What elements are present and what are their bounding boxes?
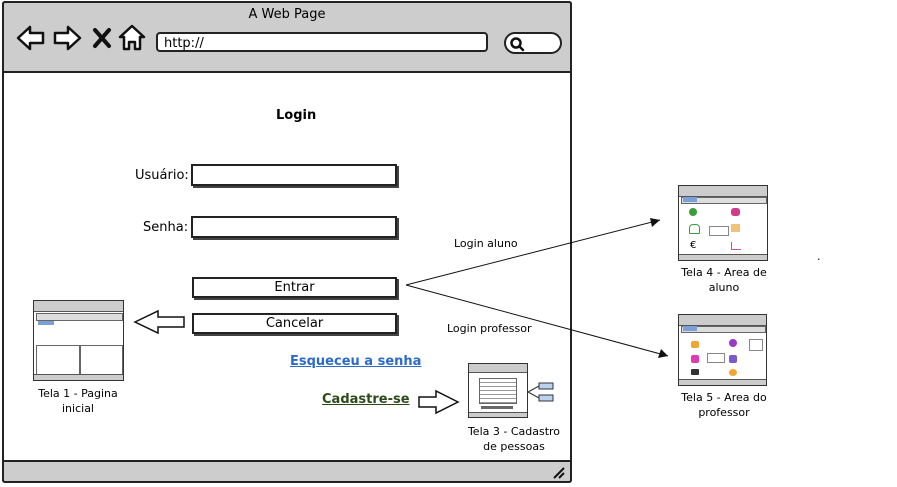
stray-dot: . — [817, 250, 821, 263]
caption-line: Tela 4 - Area de — [681, 266, 767, 279]
browser-statusbar — [2, 460, 572, 483]
screen-thumbnail-student-area: € — [678, 185, 768, 261]
username-input[interactable] — [191, 164, 397, 186]
caption-line: Tela 5 - Area do — [681, 391, 767, 404]
signup-link[interactable]: Cadastre-se — [322, 392, 410, 407]
arrow-head-teacher — [658, 349, 668, 358]
block-arrow-to-signup — [418, 389, 460, 415]
window-title: A Web Page — [248, 7, 326, 22]
screen-caption-home: Tela 1 - Pagina inicial — [18, 386, 138, 416]
screen-caption-teacher-area: Tela 5 - Area do professor — [672, 390, 776, 420]
screen-thumbnail-signup — [468, 363, 528, 418]
browser-search-field[interactable] — [504, 32, 562, 54]
arrow-to-teacher-area — [405, 284, 669, 357]
caption-line: Tela 3 - Cadastro — [467, 425, 561, 438]
block-arrow-to-home — [133, 309, 185, 335]
screen-thumbnail-home — [33, 300, 124, 381]
arrow-to-student-area — [405, 219, 661, 286]
screen-caption-student-area: Tela 4 - Area de aluno — [672, 265, 776, 295]
cancel-button[interactable]: Cancelar — [192, 313, 397, 334]
caption-line: Tela 1 - Pagina — [38, 387, 118, 400]
password-input[interactable] — [191, 216, 397, 238]
browser-titlebar: A Web Page http:// — [2, 1, 572, 73]
euro-icon: € — [690, 240, 697, 251]
password-label: Senha: — [143, 220, 189, 235]
back-arrow-icon[interactable] — [16, 25, 46, 51]
caption-line: aluno — [708, 281, 740, 294]
caption-line: de pessoas — [483, 440, 545, 453]
resize-grip-icon[interactable] — [552, 466, 566, 480]
login-title: Login — [276, 108, 317, 123]
screen-thumbnail-teacher-area — [678, 314, 767, 386]
login-button[interactable]: Entrar — [192, 277, 397, 298]
caption-line: professor — [698, 406, 750, 419]
arrow-head-student — [650, 218, 660, 227]
stop-icon[interactable] — [92, 27, 112, 49]
forgot-password-link[interactable]: Esqueceu a senha — [290, 354, 422, 369]
username-label: Usuário: — [135, 168, 189, 183]
student-login-annotation: Login aluno — [454, 237, 518, 250]
forward-arrow-icon[interactable] — [52, 25, 82, 51]
signup-flow-diagram-icon — [527, 382, 554, 402]
url-input[interactable]: http:// — [156, 32, 488, 52]
caption-line: inicial — [62, 402, 94, 415]
home-icon[interactable] — [118, 24, 146, 52]
screen-caption-signup: Tela 3 - Cadastro de pessoas — [462, 424, 566, 454]
teacher-login-annotation: Login professor — [447, 322, 532, 335]
search-icon — [510, 37, 525, 52]
